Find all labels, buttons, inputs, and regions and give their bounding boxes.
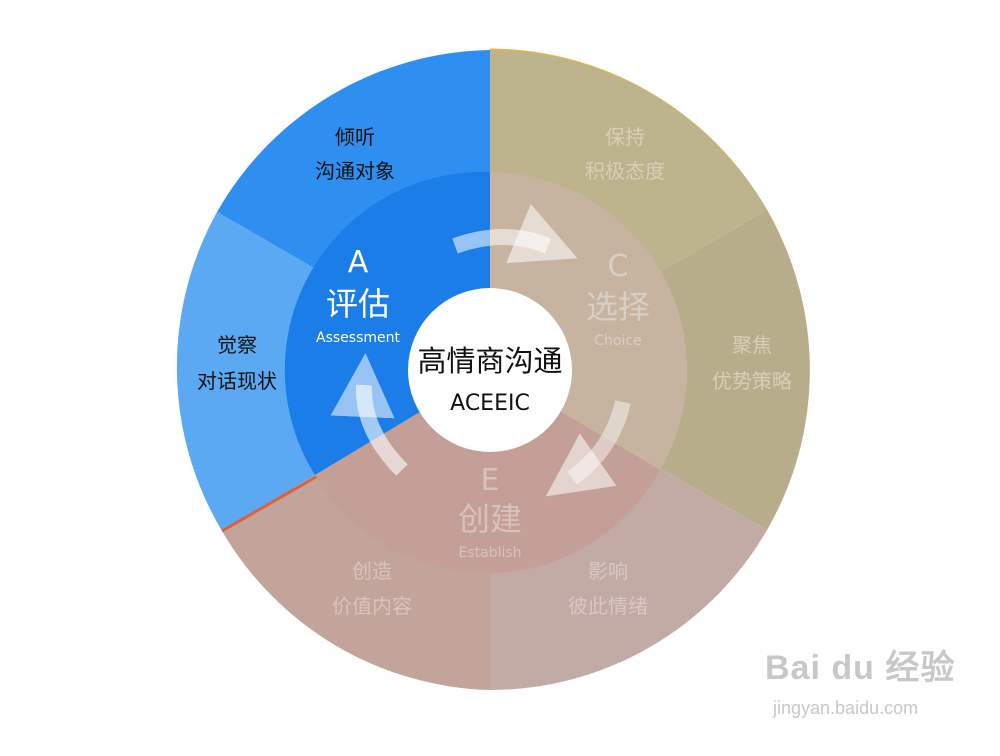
center-title: 高情商沟通: [417, 344, 562, 378]
outer-label-keep-2: 积极态度: [585, 159, 665, 183]
quadrant-c-letter: C: [608, 249, 629, 284]
arrow-a-to-c: [452, 204, 578, 264]
arrow-c-to-e: [545, 400, 631, 497]
arrow-e-to-a: [330, 353, 408, 476]
center-subtitle: ACEEIC: [450, 391, 530, 416]
outer-label-create-2: 价值内容: [332, 594, 412, 618]
outer-label-keep-1: 保持: [605, 125, 645, 149]
quadrant-e-english: Establish: [458, 545, 521, 561]
quadrant-e-letter: E: [481, 463, 500, 498]
quadrant-a-english: Assessment: [316, 330, 400, 346]
outer-label-create-1: 创造: [352, 559, 392, 583]
baidu-watermark: Bai du 经验 jingyan.baidu.com: [765, 640, 975, 740]
watermark-url: jingyan.baidu.com: [773, 698, 919, 718]
quadrant-c-english: Choice: [594, 333, 641, 349]
inner-segment-establish: [315, 370, 660, 574]
outer-label-listen-1: 倾听: [335, 125, 375, 149]
outer-label-perceive-1: 觉察: [217, 333, 257, 357]
outer-label-influence-1: 影响: [588, 559, 628, 583]
quadrant-a-name: 评估: [326, 285, 390, 323]
outer-label-focus-2: 优势策略: [712, 369, 792, 393]
outer-label-perceive-2: 对话现状: [197, 369, 277, 393]
outer-label-focus-1: 聚焦: [732, 333, 772, 357]
quadrant-c-name: 选择: [586, 288, 650, 326]
quadrant-e-name: 创建: [458, 500, 522, 538]
center-circle: [408, 288, 572, 452]
outer-label-influence-2: 彼此情绪: [568, 594, 648, 618]
quadrant-a-letter: A: [348, 245, 369, 280]
outer-label-listen-2: 沟通对象: [315, 159, 395, 183]
watermark-logo: Bai du 经验: [765, 649, 956, 687]
